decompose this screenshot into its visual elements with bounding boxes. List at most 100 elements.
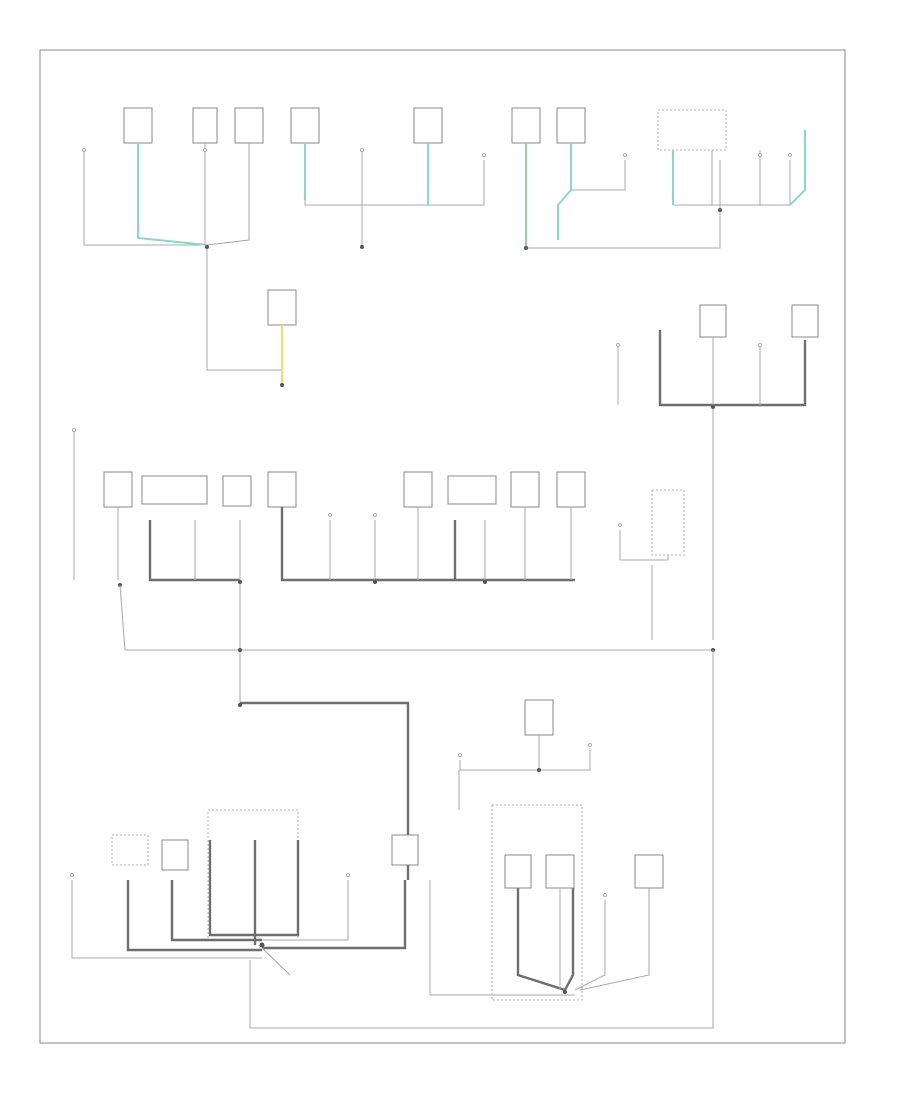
connector-pin — [328, 513, 332, 517]
thick-wire — [208, 840, 262, 937]
ground-wire — [459, 750, 591, 771]
ground-wire — [579, 888, 650, 991]
ground-wire — [304, 160, 485, 206]
ground-wire — [574, 900, 606, 991]
connector-pin — [203, 148, 207, 152]
splice-node — [373, 580, 377, 584]
splice-node — [259, 942, 265, 948]
ground-wire — [83, 150, 207, 246]
connector-pin — [346, 873, 350, 877]
cyan-wire — [789, 130, 806, 206]
component-box — [192, 107, 218, 144]
ground-wire — [619, 530, 669, 561]
component-box — [504, 854, 532, 889]
leader-line — [261, 947, 291, 976]
ground-wire — [206, 143, 250, 246]
splice-node — [537, 768, 541, 772]
thick-wire — [658, 330, 807, 407]
splice-node — [524, 246, 528, 250]
thick-wire — [453, 520, 575, 582]
ground-wire — [571, 160, 626, 191]
component-box — [391, 834, 419, 866]
ground-wire — [526, 160, 721, 249]
component-box — [556, 107, 586, 144]
splice-node — [205, 245, 209, 249]
connector-pin — [616, 343, 620, 347]
thick-wire — [262, 880, 407, 950]
thick-wire — [516, 888, 575, 992]
thick-wire — [170, 880, 262, 942]
thick-wire — [148, 520, 240, 582]
connector-pin — [360, 148, 364, 152]
connector-pin — [623, 153, 627, 157]
component-box — [222, 475, 252, 507]
mid-yellow-component — [267, 289, 297, 387]
connector-pin — [70, 873, 74, 877]
right-upper-ground-group — [617, 304, 819, 640]
ground-wire — [673, 160, 791, 206]
lower-right-top-group — [429, 699, 591, 996]
thick-wire — [262, 840, 300, 937]
component-box — [267, 289, 297, 326]
splice-node — [238, 580, 242, 584]
connector-pin — [588, 743, 592, 747]
component-box — [491, 804, 583, 1001]
component-box — [556, 471, 586, 508]
component-box — [141, 475, 208, 505]
component-box — [123, 107, 153, 144]
component-box — [634, 854, 664, 889]
connector-pin — [82, 148, 86, 152]
thick-wire — [240, 701, 410, 880]
thick-wire — [280, 507, 375, 582]
connector-pin — [482, 153, 486, 157]
component-box — [545, 854, 575, 889]
splice-node — [483, 580, 487, 584]
splice-node — [238, 703, 242, 707]
connector-pin — [373, 513, 377, 517]
splice-node — [563, 990, 567, 994]
component-box — [524, 699, 554, 736]
ground-wire — [429, 880, 575, 996]
ground-wire — [71, 880, 262, 959]
lower-right-bottom-group — [491, 804, 664, 1001]
component-box — [207, 809, 299, 941]
top-ground-group-1 — [83, 107, 282, 371]
connector-pin — [603, 893, 607, 897]
component-box — [234, 107, 264, 144]
ground-wire — [262, 880, 349, 941]
splice-node — [280, 383, 284, 387]
component-box — [267, 471, 297, 508]
middle-component-row — [73, 430, 685, 640]
component-box — [510, 471, 540, 508]
ground-wire — [119, 584, 713, 651]
splice-node — [238, 648, 242, 652]
component-box — [699, 304, 727, 338]
top-ground-group-3 — [511, 107, 721, 250]
main-ground-bus — [119, 584, 715, 1029]
connector-pin — [618, 523, 622, 527]
thick-wire — [126, 880, 262, 952]
component-box — [791, 304, 819, 338]
connector-markers — [70, 148, 792, 897]
component-box — [511, 107, 541, 144]
component-box — [447, 475, 497, 505]
component-box — [651, 489, 685, 556]
connector-pin — [788, 153, 792, 157]
ground-wire — [206, 249, 282, 371]
lower-left-ground-group — [71, 809, 419, 976]
diagram-frame — [39, 49, 846, 1044]
connector-pin — [458, 753, 462, 757]
top-ground-group-4 — [657, 109, 806, 212]
component-box — [111, 834, 149, 866]
cyan-wire — [557, 143, 572, 240]
component-box — [161, 839, 189, 871]
splice-node — [711, 405, 715, 409]
component-box — [657, 109, 727, 151]
splice-node — [360, 245, 364, 249]
component-box — [103, 471, 133, 508]
connector-pin — [758, 153, 762, 157]
splice-node — [718, 208, 722, 212]
connector-pin — [758, 343, 762, 347]
